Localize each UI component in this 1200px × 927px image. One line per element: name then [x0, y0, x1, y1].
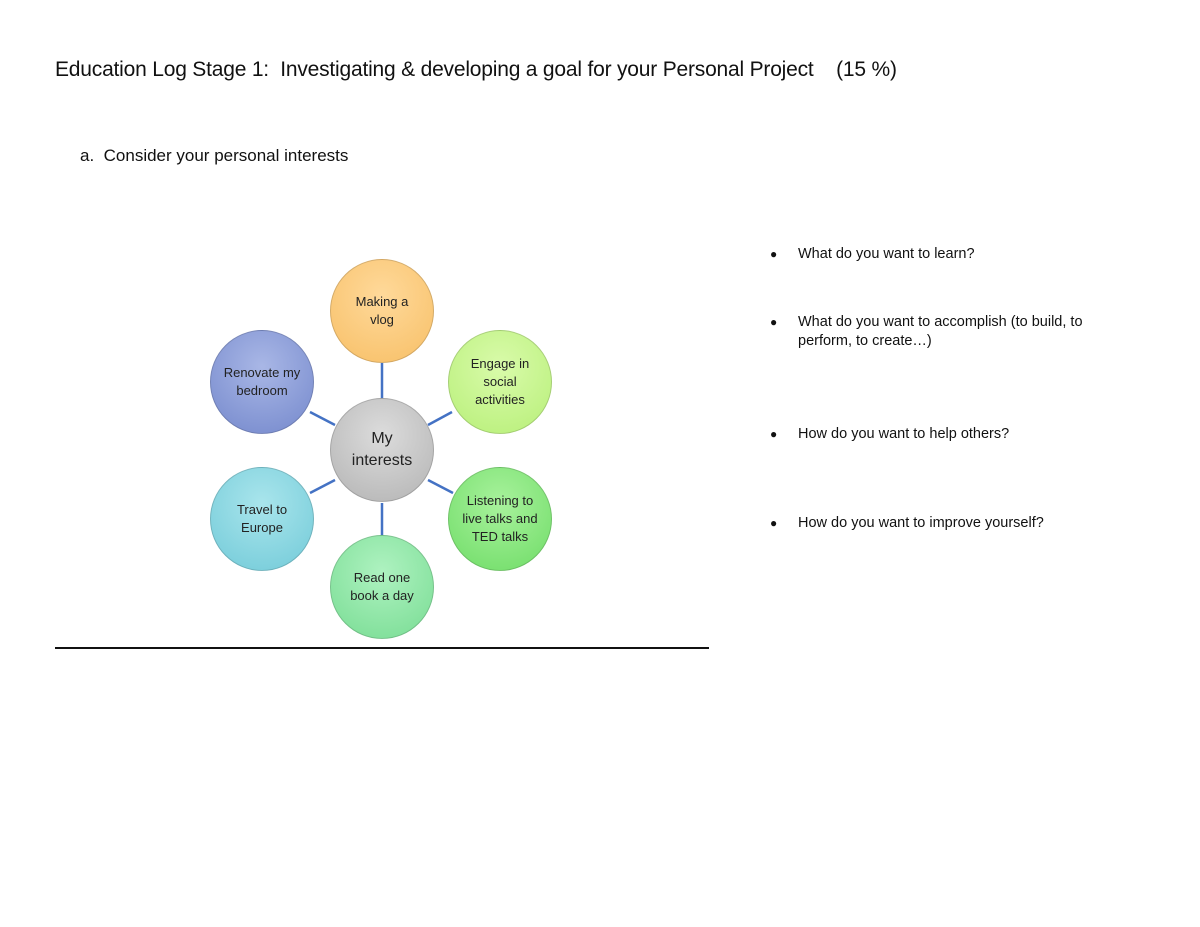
- horizontal-rule: [55, 647, 709, 649]
- document-title: Education Log Stage 1: Investigating & d…: [55, 58, 897, 81]
- question-item: ●How do you want to improve yourself?: [770, 515, 1044, 531]
- section-label: a.: [80, 146, 95, 165]
- bullet-icon: ●: [770, 315, 778, 329]
- node-social-activities: Engage in social activities: [448, 330, 552, 434]
- bullet-icon: ●: [770, 247, 778, 261]
- interests-diagram: Making a vlog Engage in social activitie…: [200, 255, 570, 645]
- question-item: ●What do you want to learn?: [770, 246, 975, 262]
- node-making-vlog: Making a vlog: [330, 259, 434, 363]
- node-travel-europe: Travel to Europe: [210, 467, 314, 571]
- bullet-icon: ●: [770, 427, 778, 441]
- node-read-book: Read one book a day: [330, 535, 434, 639]
- section-text: Consider your personal interests: [103, 146, 349, 165]
- node-center-my-interests: My interests: [330, 398, 434, 502]
- question-item: ●How do you want to help others?: [770, 426, 1010, 442]
- node-ted-talks: Listening to live talks and TED talks: [448, 467, 552, 571]
- bullet-icon: ●: [770, 516, 778, 530]
- question-item: ●What do you want to accomplish (to buil…: [770, 314, 1083, 349]
- section-heading: a. Consider your personal interests: [80, 146, 348, 166]
- node-renovate-bedroom: Renovate my bedroom: [210, 330, 314, 434]
